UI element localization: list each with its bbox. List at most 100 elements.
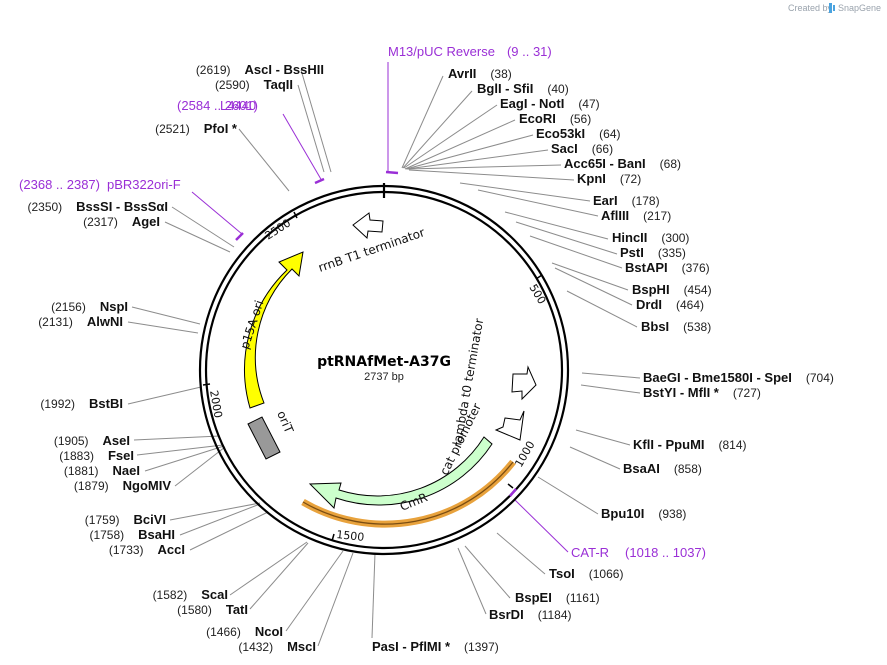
site-ncoi[interactable]: (1466)NcoI — [206, 624, 283, 639]
leader-bstyi — [580, 384, 641, 394]
site-ngomiv[interactable]: (1879)NgoMIV — [74, 478, 171, 493]
primer-leader-l4440 — [282, 113, 323, 182]
tick-mark-2000 — [202, 383, 211, 386]
site-eagi[interactable]: EagI - NotI(47) — [500, 96, 600, 111]
credit-brand: SnapGene — [838, 3, 881, 13]
site-hincii[interactable]: HincII(300) — [612, 230, 689, 245]
site-kpni[interactable]: KpnI(72) — [577, 171, 641, 186]
leader-agei — [164, 221, 231, 253]
primer-mark-pbr322 — [235, 232, 244, 241]
site-bstbi[interactable]: (1992)BstBI — [40, 396, 123, 411]
site-asei[interactable]: (1905)AseI — [54, 433, 130, 448]
site-tsoi[interactable]: TsoI(1066) — [549, 566, 623, 581]
leader-pasi — [371, 552, 376, 639]
site-fsei[interactable]: (1883)FseI — [59, 448, 134, 463]
tick-mark-1000 — [507, 483, 514, 489]
site-acc65i[interactable]: Acc65I - BanI(68) — [564, 156, 681, 171]
plasmid-name: ptRNAfMet-A37G — [317, 354, 451, 370]
backbone — [198, 183, 570, 556]
site-labels-right: AvrII(38) BglI - SfiI(40) EagI - NotI(47… — [372, 66, 834, 654]
leader-bsrdi — [457, 547, 487, 615]
feature-rrnb-t1[interactable] — [352, 212, 384, 240]
tick-mark-500 — [535, 274, 543, 280]
primer-label-l4440[interactable]: L4440 — [220, 98, 256, 113]
site-kfli[interactable]: KflI - PpuMI(814) — [633, 437, 747, 452]
site-bbsi[interactable]: BbsI(538) — [641, 319, 711, 334]
leader-bsahi — [179, 503, 261, 536]
primer-range-l4440[interactable]: (2584 .. 2601) — [177, 98, 258, 113]
feature-cmr[interactable] — [308, 436, 493, 510]
site-bsaai[interactable]: BsaAI(858) — [623, 461, 702, 476]
site-labels-left: (1432)MscI (1466)NcoI (1580)TatI (1582)S… — [27, 62, 324, 654]
site-bpu10i[interactable]: Bpu10I(938) — [601, 506, 686, 521]
leader-pfoi — [238, 128, 290, 192]
primer-labels: M13/pUC Reverse(9 .. 31) (2584 .. 2601) … — [19, 44, 706, 560]
site-tati[interactable]: (1580)TatI — [177, 602, 248, 617]
site-avrii[interactable]: AvrII(38) — [448, 66, 512, 81]
site-taqii[interactable]: (2590)TaqII — [215, 77, 293, 92]
site-bstyi[interactable]: BstYI - MflI *(727) — [643, 385, 761, 400]
site-scai[interactable]: (1582)ScaI — [153, 587, 228, 602]
plasmid-title: ptRNAfMet-A37G 2737 bp — [317, 354, 451, 383]
site-pasi[interactable]: PasI - PflMI *(1397) — [372, 639, 499, 654]
feature-label-p15a-ori: p15A ori — [238, 299, 267, 351]
leader-psti — [515, 221, 618, 255]
site-agei[interactable]: (2317)AgeI — [83, 214, 160, 229]
feature-lambda-t0[interactable] — [511, 365, 537, 401]
leader-ecori — [404, 119, 516, 170]
site-ecori[interactable]: EcoRI(56) — [519, 111, 591, 126]
primer-label-pbr322[interactable]: pBR322ori-F — [107, 177, 181, 192]
primer-mark-l4440 — [314, 177, 325, 185]
feature-label-orit: oriT — [274, 409, 296, 436]
feature-orit[interactable] — [247, 416, 281, 460]
leader-eco53ki — [405, 134, 534, 170]
site-bgli[interactable]: BglI - SfiI(40) — [477, 81, 569, 96]
site-nspi[interactable]: (2156)NspI — [51, 299, 128, 314]
site-naei[interactable]: (1881)NaeI — [64, 463, 140, 478]
leader-lines — [127, 62, 641, 647]
cmr-orf-line — [302, 461, 514, 525]
leader-bcivi — [169, 502, 261, 521]
site-psti[interactable]: PstI(335) — [620, 245, 686, 260]
site-bspei[interactable]: BspEI(1161) — [515, 590, 600, 605]
site-asci[interactable]: (2619)AscI - BssHII — [196, 62, 324, 77]
primer-range-pbr322[interactable]: (2368 .. 2387) — [19, 177, 100, 192]
feature-cat-promoter[interactable] — [494, 410, 525, 441]
leader-drdi — [554, 267, 633, 306]
site-eari[interactable]: EarI(178) — [593, 193, 660, 208]
site-bcivi[interactable]: (1759)BciVI — [85, 512, 166, 527]
leader-scai — [229, 541, 308, 596]
primer-label-catr[interactable]: CAT-R(1018 .. 1037) — [571, 545, 706, 560]
site-afliii[interactable]: AflIII(217) — [601, 208, 671, 223]
site-drdi[interactable]: DrdI(464) — [636, 297, 704, 312]
site-msci[interactable]: (1432)MscI — [238, 639, 316, 654]
site-bsssi[interactable]: (2350)BssSI - BssSαI — [27, 199, 168, 214]
site-alwni[interactable]: (2131)AlwNI — [38, 314, 123, 329]
leader-saci — [406, 149, 549, 170]
leader-nspi — [131, 306, 201, 325]
primer-mark-catr — [509, 488, 517, 497]
leader-bsssi — [171, 206, 235, 248]
leader-asei — [133, 435, 221, 441]
leader-alwni — [127, 321, 199, 334]
site-baegi[interactable]: BaeGI - Bme1580I - SpeI(704) — [643, 370, 834, 385]
leader-kfli — [575, 429, 631, 446]
feature-p15a-ori[interactable] — [244, 251, 304, 409]
site-acci[interactable]: (1733)AccI — [109, 542, 185, 557]
leader-taqii — [297, 84, 325, 173]
primer-label-m13[interactable]: M13/pUC Reverse(9 .. 31) — [388, 44, 552, 59]
site-bsahi[interactable]: (1758)BsaHI — [89, 527, 175, 542]
tick-label-500: 500 — [526, 282, 548, 307]
site-bstapi[interactable]: BstAPI(376) — [625, 260, 710, 275]
leader-bsphi — [551, 262, 629, 291]
site-pfoi[interactable]: (2521)PfoI * — [155, 121, 238, 136]
leader-naei — [144, 445, 225, 472]
site-eco53ki[interactable]: Eco53kI(64) — [536, 126, 621, 141]
tick-mark-1500 — [331, 533, 335, 542]
leader-tsoi — [496, 532, 546, 575]
tick-label-1500: 1500 — [336, 528, 365, 544]
site-bsphi[interactable]: BspHI(454) — [632, 282, 712, 297]
site-saci[interactable]: SacI(66) — [551, 141, 613, 156]
site-bsrdi[interactable]: BsrDI(1184) — [489, 607, 571, 622]
